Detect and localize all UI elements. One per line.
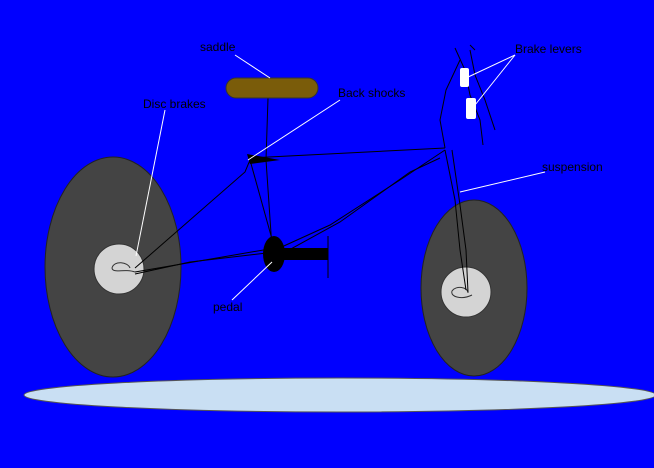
chainring: [263, 236, 285, 272]
pointer-disc-brakes: [135, 109, 166, 257]
ground-ellipse: [23, 377, 654, 413]
front-hub: [440, 266, 492, 318]
rear-hub-scribble: [111, 262, 136, 273]
pedal-arm: [278, 248, 328, 260]
pointer-brake-lever-top: [465, 54, 516, 79]
label-brake-levers: Brake levers: [515, 42, 582, 56]
pointer-brake-lever-bottom: [470, 54, 516, 111]
label-saddle: saddle: [200, 40, 236, 54]
pointer-lines: [135, 54, 546, 301]
rear-hub: [93, 243, 145, 295]
label-disc-brakes: Disc brakes: [143, 97, 206, 111]
brake-lever-top: [460, 68, 469, 87]
pointer-pedal: [231, 261, 273, 301]
label-suspension: suspension: [542, 160, 603, 174]
label-pedal: pedal: [213, 300, 242, 314]
pointer-saddle: [234, 54, 271, 79]
back-shock: [247, 154, 280, 164]
pointer-back-shocks: [247, 99, 341, 161]
pointer-suspension: [459, 171, 546, 193]
saddle: [225, 77, 319, 99]
brake-lever-bottom: [466, 98, 476, 119]
label-back-shocks: Back shocks: [338, 86, 405, 100]
